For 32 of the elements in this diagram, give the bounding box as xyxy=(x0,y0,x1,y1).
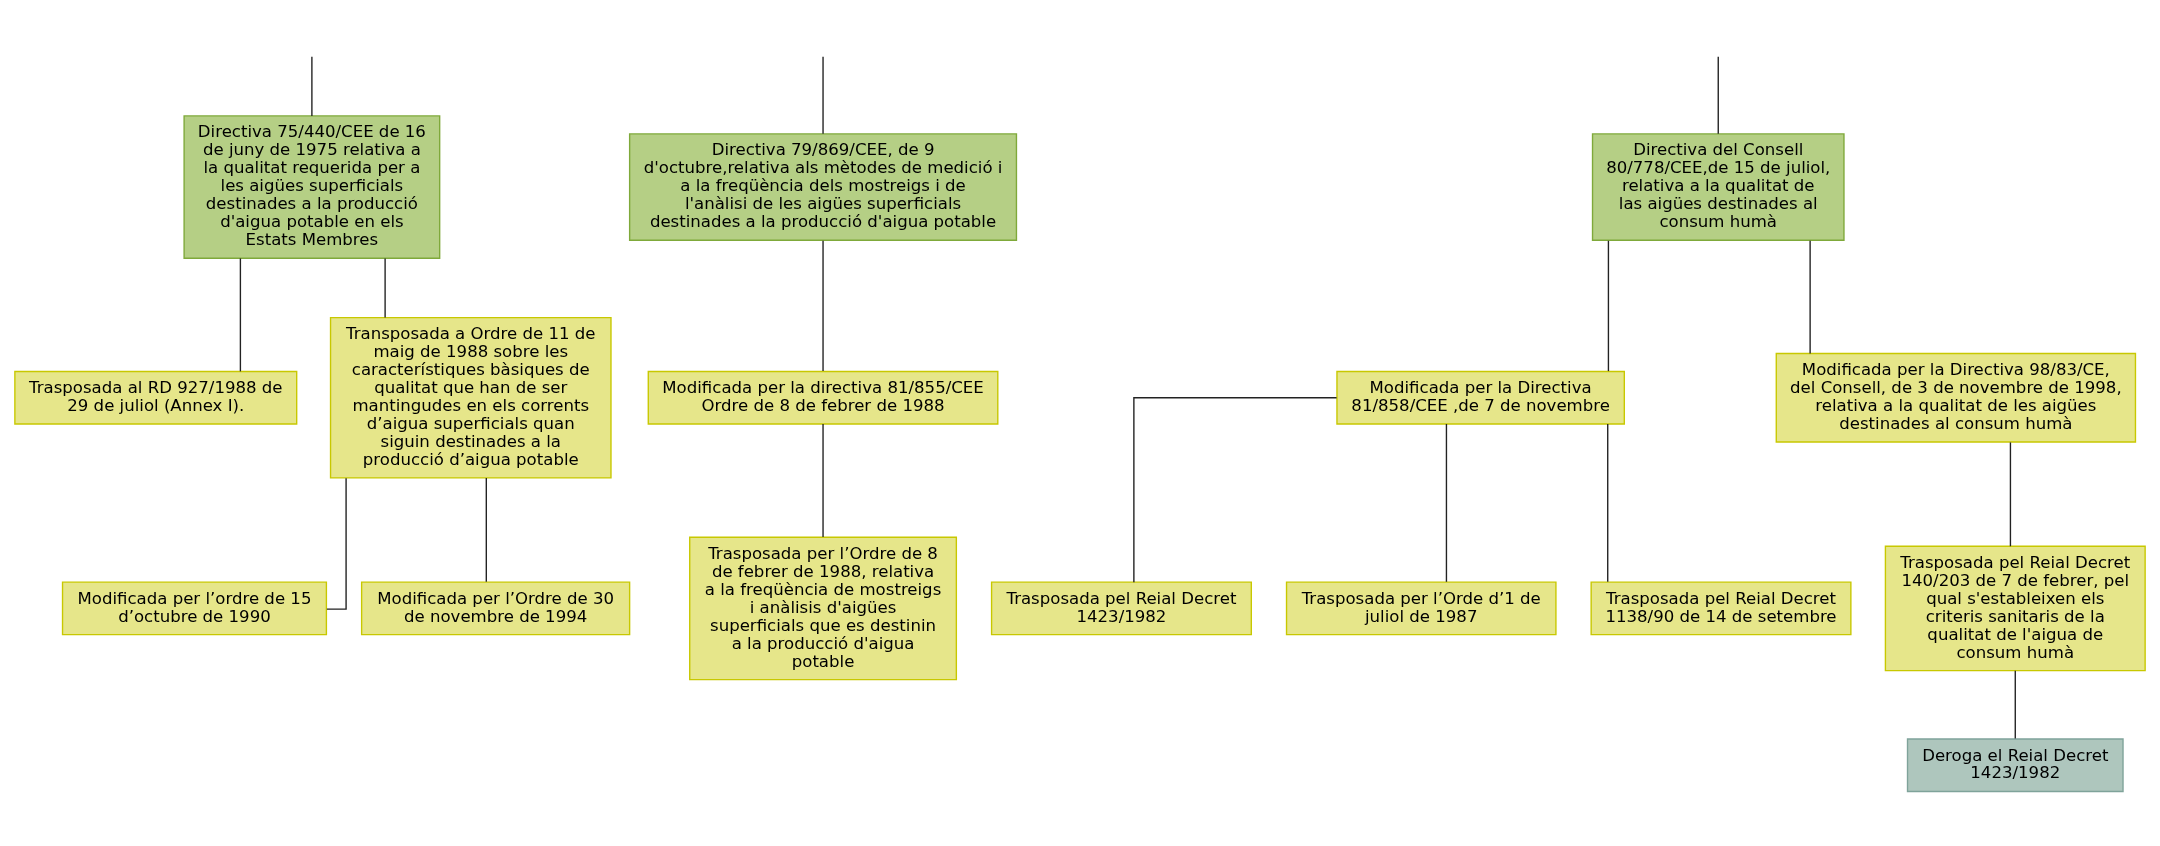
connector xyxy=(2009,441,2012,547)
node-box: Trasposada pel Reial Decret 140/203 de 7 de febrer, pel qual s'estableixen els criteris sanitaris de la qualitat de l'aigua de consum humà xyxy=(1884,545,2146,671)
node-box: Directiva del Consell 80/778/CEE,de 15 de juliol, relativa a la qualitat de las aigües destinades al consum humà xyxy=(1591,132,1845,241)
connector xyxy=(485,476,487,583)
node-box: Trasposada al RD 927/1988 de 29 de juliol (Annex I). xyxy=(14,370,298,425)
connector xyxy=(1607,422,1609,583)
connector xyxy=(326,477,347,610)
node-box: Deroga el Reial Decret 1423/1982 xyxy=(1906,737,2124,792)
connector xyxy=(1717,55,1719,134)
connector xyxy=(1445,422,1448,583)
connector xyxy=(822,239,824,372)
node-box: Trasposada per l’Orde d’1 de juliol de 1987 xyxy=(1285,581,1557,635)
connector xyxy=(384,257,386,318)
connector xyxy=(1809,239,1811,354)
connector xyxy=(311,55,313,117)
node-box: Trasposada per l’Ordre de 8 de febrer de 1988, relativa a la freqüència de mostreigs i anàlisis d'aigües superficials que es destinin a la producció d'aigua potable xyxy=(689,536,958,680)
connector xyxy=(1133,396,1338,583)
node-box: Transposada a Ordre de 11 de maig de 1988 sobre les característiques bàsiques de qualitat que han de ser mantingudes en els corrents d’aigua superficials quan siguin destinades a la producció d’aigua potable xyxy=(329,316,612,479)
node-box: Directiva 79/869/CEE, de 9 d'octubre,relativa als mètodes de medició i a la freqüència dels mostreigs i de l'anàlisi de les aigües superficials destinades a la producció d'aigua potable xyxy=(628,132,1018,241)
node-box: Modificada per la Directiva 98/83/CE, del Consell, de 3 de novembre de 1998, relativa a la qualitat de les aigües destinades al consum humà xyxy=(1775,352,2137,443)
node-box: Modificada per l’Ordre de 30 de novembre de 1994 xyxy=(360,581,631,635)
connector xyxy=(822,422,824,538)
connector xyxy=(822,55,824,134)
node-box: Modificada per la directiva 81/855/CEE Ordre de 8 de febrer de 1988 xyxy=(647,370,999,425)
connector xyxy=(1607,239,1610,372)
node-box: Directiva 75/440/CEE de 16 de juny de 1975 relativa a la qualitat requerida per a les aigües superficials destinades a la producció d'aigua potable en els Estats Membres xyxy=(183,114,441,259)
node-box: Trasposada pel Reial Decret 1423/1982 xyxy=(990,581,1252,635)
node-box: Trasposada pel Reial Decret 1138/90 de 14 de setembre xyxy=(1590,581,1852,635)
connector xyxy=(2014,669,2016,739)
node-box: Modificada per la Directiva 81/858/CEE ,de 7 de novembre xyxy=(1336,370,1625,425)
connector xyxy=(239,257,242,372)
node-box: Modificada per l’ordre de 15 d’octubre de 1990 xyxy=(61,581,328,635)
